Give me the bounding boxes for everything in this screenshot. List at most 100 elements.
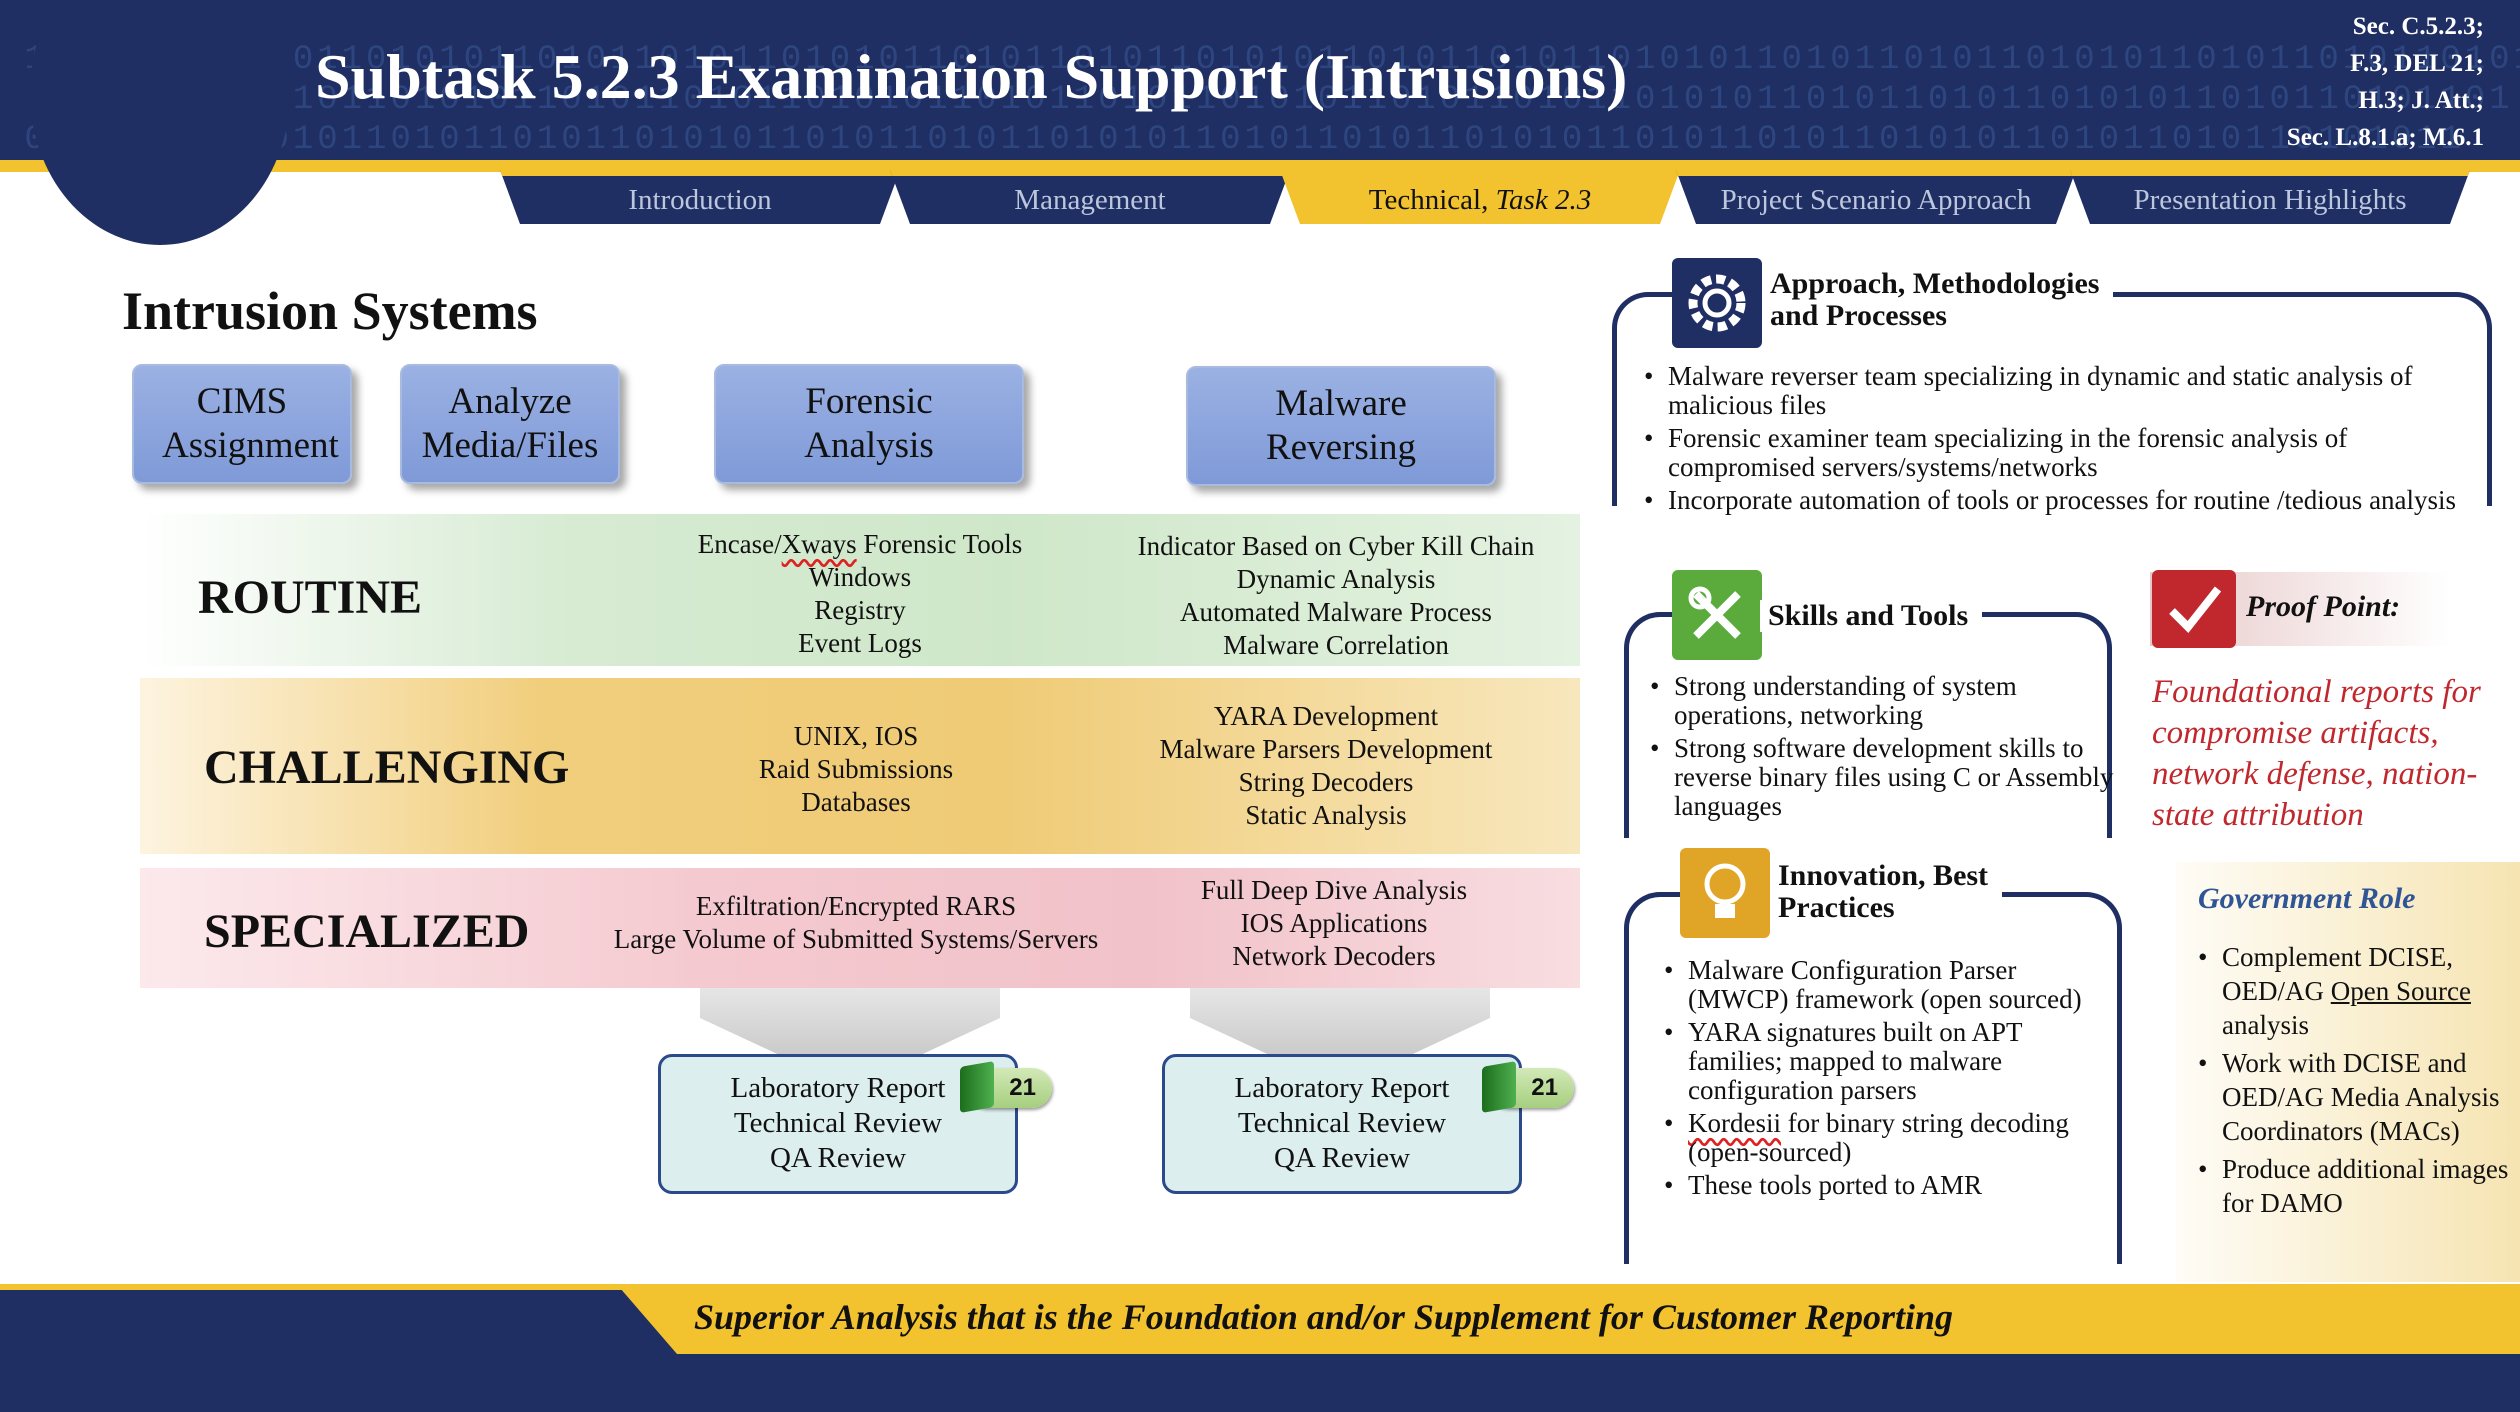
footer-tagline-banner — [620, 1288, 2520, 1354]
cell-text-misspelled: Xways — [781, 529, 857, 559]
cell-line: Malware Parsers Development — [1159, 734, 1493, 764]
section-ref-line: Sec. L.8.1.a; M.6.1 — [2286, 124, 2484, 151]
specialized-malware-cell: Full Deep Dive Analysis IOS Applications… — [1084, 874, 1584, 973]
column-header-label: Malware Reversing — [1265, 383, 1417, 468]
specialized-band — [140, 868, 1580, 988]
open-source-link[interactable]: Open Source — [2330, 976, 2471, 1006]
book-icon — [960, 1061, 994, 1113]
report-line: QA Review — [1273, 1142, 1411, 1174]
report-box-malware: Laboratory Report Technical Review QA Re… — [1162, 1054, 1522, 1194]
innovation-title-line: Practices — [1778, 891, 1895, 924]
tools-icon — [1672, 570, 1762, 660]
section-ref-line: H.3; J. Att.; — [2358, 87, 2484, 114]
cell-line: Dynamic Analysis — [1236, 564, 1436, 594]
approach-title-line: Approach, Methodologies — [1770, 267, 2100, 300]
list-item: Incorporate automation of tools or proce… — [1640, 486, 2480, 516]
challenging-band — [140, 678, 1580, 854]
routine-malware-cell: Indicator Based on Cyber Kill Chain Dyna… — [1086, 530, 1586, 662]
report-line: QA Review — [769, 1142, 907, 1174]
list-item-text: for binary string decoding (open-sourced… — [1688, 1108, 2069, 1167]
tab-label: Presentation Highlights — [2133, 183, 2407, 216]
logo-circle — [30, 0, 290, 245]
list-item: Strong understanding of system operation… — [1646, 672, 2116, 730]
report-line: Technical Review — [733, 1107, 943, 1139]
cell-line: UNIX, IOS — [793, 721, 919, 751]
column-header-cims-assignment: CIMS Assignment — [132, 364, 352, 484]
cell-line: Raid Submissions — [758, 754, 954, 784]
skills-bullets: Strong understanding of system operation… — [1646, 672, 2116, 825]
challenging-forensic-cell: UNIX, IOS Raid Submissions Databases — [656, 720, 1056, 819]
column-header-malware-reversing: Malware Reversing — [1186, 366, 1496, 486]
innovation-title: Innovation, Best Practices — [1770, 860, 2003, 924]
tab-label: Technical, — [1368, 183, 1496, 216]
government-role-title: Government Role — [2198, 882, 2416, 915]
cell-line: Indicator Based on Cyber Kill Chain — [1137, 531, 1535, 561]
cell-line: Malware Correlation — [1223, 630, 1449, 660]
list-item: Complement DCISE, OED/AG Open Source ana… — [2194, 940, 2514, 1042]
binary-pattern-decoration: 1010110110101101010110101101011010101101… — [24, 41, 2520, 159]
cell-line: Encase/Xways Forensic Tools — [660, 528, 1060, 561]
column-header-forensic-analysis: Forensic Analysis — [714, 364, 1024, 484]
level-label-routine: ROUTINE — [198, 571, 423, 624]
book-icon — [1482, 1061, 1516, 1113]
list-item-text: Complement DCISE, OED/AG — [2222, 942, 2453, 1006]
column-header-label: CIMS Assignment — [162, 381, 339, 466]
tab-label: Project Scenario Approach — [1720, 183, 2032, 216]
cell-line: Event Logs — [798, 628, 922, 658]
list-item: Forensic examiner team specializing in t… — [1640, 424, 2480, 482]
list-item: YARA signatures built on APT families; m… — [1660, 1018, 2100, 1105]
tab-technical[interactable]: Technical, Task 2.3 — [1280, 170, 1680, 224]
report-line: Technical Review — [1237, 1107, 1447, 1139]
cell-line: Windows — [808, 562, 912, 592]
list-item: These tools ported to AMR — [1660, 1171, 2100, 1201]
column-header-analyze-media: Analyze Media/Files — [400, 364, 620, 484]
footer-tagline: Superior Analysis that is the Foundation… — [694, 1297, 1953, 1337]
report-line: Laboratory Report — [1234, 1072, 1450, 1104]
deliverable-badge: 21 — [1482, 1061, 1574, 1113]
cell-line: Registry — [814, 595, 906, 625]
cell-line: String Decoders — [1238, 767, 1414, 797]
section-ref-line: Sec. C.5.2.3; — [2352, 13, 2484, 40]
page-title: Subtask 5.2.3 Examination Support (Intru… — [315, 41, 1628, 112]
tab-introduction[interactable]: Introduction — [500, 170, 900, 224]
level-label-challenging: CHALLENGING — [204, 741, 570, 794]
cell-text: Encase/ — [697, 529, 782, 559]
specialized-forensic-cell: Exfiltration/Encrypted RARS Large Volume… — [576, 890, 1136, 956]
cell-line: Static Analysis — [1245, 800, 1407, 830]
section-title: Intrusion Systems — [122, 281, 538, 341]
innovation-bullets: Malware Configuration Parser (MWCP) fram… — [1660, 956, 2100, 1204]
skills-title: Skills and Tools — [1760, 600, 1983, 632]
checkmark-icon — [2152, 570, 2236, 648]
gear-icon — [1672, 258, 1762, 348]
header-banner: 1010110110101101010110101101011010101101… — [0, 0, 2520, 172]
badge-number: 21 — [1009, 1074, 1036, 1101]
footer-gold-line — [0, 1284, 2520, 1290]
government-role-bullets: Complement DCISE, OED/AG Open Source ana… — [2194, 940, 2514, 1224]
tab-label: Introduction — [628, 183, 772, 216]
cell-text: Forensic Tools — [856, 529, 1023, 559]
cell-line: Full Deep Dive Analysis — [1200, 875, 1468, 905]
cell-line: Large Volume of Submitted Systems/Server… — [613, 924, 1099, 954]
misspelled-word: Kordesii — [1688, 1108, 1781, 1138]
tab-project-scenario-approach[interactable]: Project Scenario Approach — [1676, 170, 2076, 224]
tab-management[interactable]: Management — [890, 170, 1290, 224]
column-header-label: Forensic Analysis — [804, 381, 934, 466]
tab-presentation-highlights[interactable]: Presentation Highlights — [2070, 170, 2470, 224]
deliverable-badge: 21 — [960, 1061, 1052, 1113]
tab-label: Management — [1014, 183, 1166, 216]
report-line: Laboratory Report — [730, 1072, 946, 1104]
section-references: Sec. C.5.2.3; F.3, DEL 21; H.3; J. Att.;… — [2287, 8, 2484, 156]
cell-line: Automated Malware Process — [1180, 597, 1492, 627]
list-item: Kordesii for binary string decoding (ope… — [1660, 1109, 2100, 1167]
level-label-specialized: SPECIALIZED — [204, 905, 530, 958]
approach-bullets: Malware reverser team specializing in dy… — [1640, 362, 2480, 519]
lightbulb-icon — [1680, 848, 1770, 938]
approach-title-line: and Processes — [1770, 299, 1947, 332]
challenging-malware-cell: YARA Development Malware Parsers Develop… — [1076, 700, 1576, 832]
list-item: Work with DCISE and OED/AG Media Analysi… — [2194, 1046, 2514, 1148]
badge-number: 21 — [1531, 1074, 1558, 1101]
list-item-text: analysis — [2222, 1010, 2309, 1040]
report-box-forensic: Laboratory Report Technical Review QA Re… — [658, 1054, 1018, 1194]
list-item: Malware reverser team specializing in dy… — [1640, 362, 2480, 420]
approach-title: Approach, Methodologies and Processes — [1762, 267, 2114, 332]
